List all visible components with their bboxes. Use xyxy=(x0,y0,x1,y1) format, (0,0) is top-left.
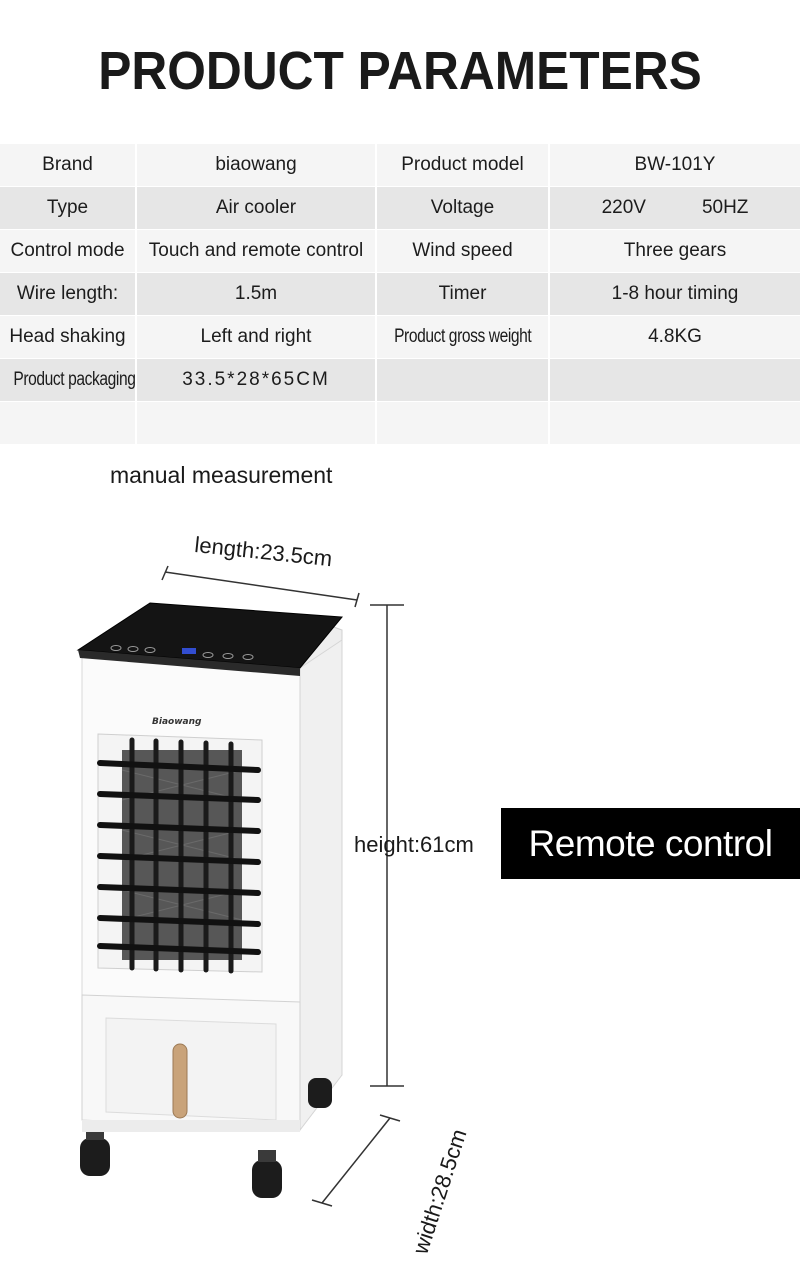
table-row xyxy=(0,401,800,445)
param-value: 33.5*28*65CM xyxy=(136,358,377,402)
height-label: height:61cm xyxy=(354,832,474,857)
param-label: Type xyxy=(0,186,137,230)
table-row: Wire length: 1.5m Timer 1-8 hour timing xyxy=(0,272,800,316)
width-dimension-line xyxy=(321,1117,391,1204)
param-label: Wind speed xyxy=(376,229,550,273)
table-row: Brand biaowang Product model BW-101Y xyxy=(0,144,800,187)
param-value: Touch and remote control xyxy=(136,229,377,273)
table-row: Head shaking Left and right Product gros… xyxy=(0,315,800,359)
param-value: biaowang xyxy=(136,144,377,187)
parameters-table: Brand biaowang Product model BW-101Y Typ… xyxy=(0,144,800,445)
param-value: 1-8 hour timing xyxy=(549,272,800,316)
param-label: Product model xyxy=(376,144,550,187)
param-value: Three gears xyxy=(549,229,800,273)
param-value: Air cooler xyxy=(136,186,377,230)
horizontal-louvers xyxy=(97,760,261,955)
param-label: Head shaking xyxy=(0,315,137,359)
param-value xyxy=(549,358,800,402)
remote-control-badge: Remote control xyxy=(501,808,800,879)
param-label: Timer xyxy=(376,272,550,316)
param-label: Product packaging xyxy=(0,358,137,402)
vertical-louvers xyxy=(129,737,234,974)
param-value: BW-101Y xyxy=(549,144,800,187)
touch-buttons xyxy=(110,645,254,660)
page-title: PRODUCT PARAMETERS xyxy=(98,41,702,101)
table-row: Type Air cooler Voltage 220V 50HZ xyxy=(0,186,800,230)
param-label xyxy=(0,401,137,445)
param-label xyxy=(376,401,550,445)
param-value: Left and right xyxy=(136,315,377,359)
param-label: Wire length: xyxy=(0,272,137,316)
display-digits xyxy=(182,648,196,654)
param-label-text: Product gross weight xyxy=(393,326,532,347)
table-row: Product packaging 33.5*28*65CM xyxy=(0,358,800,402)
frequency-value: 50HZ xyxy=(701,197,749,218)
water-level-window xyxy=(172,1043,188,1119)
param-value xyxy=(136,401,377,445)
param-value: 4.8KG xyxy=(549,315,800,359)
param-label xyxy=(376,358,550,402)
param-label: Brand xyxy=(0,144,137,187)
param-label-text: Product packaging xyxy=(13,369,136,390)
param-label: Voltage xyxy=(376,186,550,230)
param-label: Control mode xyxy=(0,229,137,273)
wheels xyxy=(80,1078,332,1198)
length-dimension-line xyxy=(164,571,358,601)
brand-logo: Biaowang xyxy=(152,717,202,727)
param-value-voltage: 220V 50HZ xyxy=(549,186,800,230)
voltage-value: 220V xyxy=(601,197,646,218)
dimension-lines xyxy=(161,565,404,1207)
param-value: 1.5m xyxy=(136,272,377,316)
param-value xyxy=(549,401,800,445)
param-label: Product gross weight xyxy=(376,315,550,359)
table-row: Control mode Touch and remote control Wi… xyxy=(0,229,800,273)
measurement-heading: manual measurement xyxy=(110,462,333,488)
